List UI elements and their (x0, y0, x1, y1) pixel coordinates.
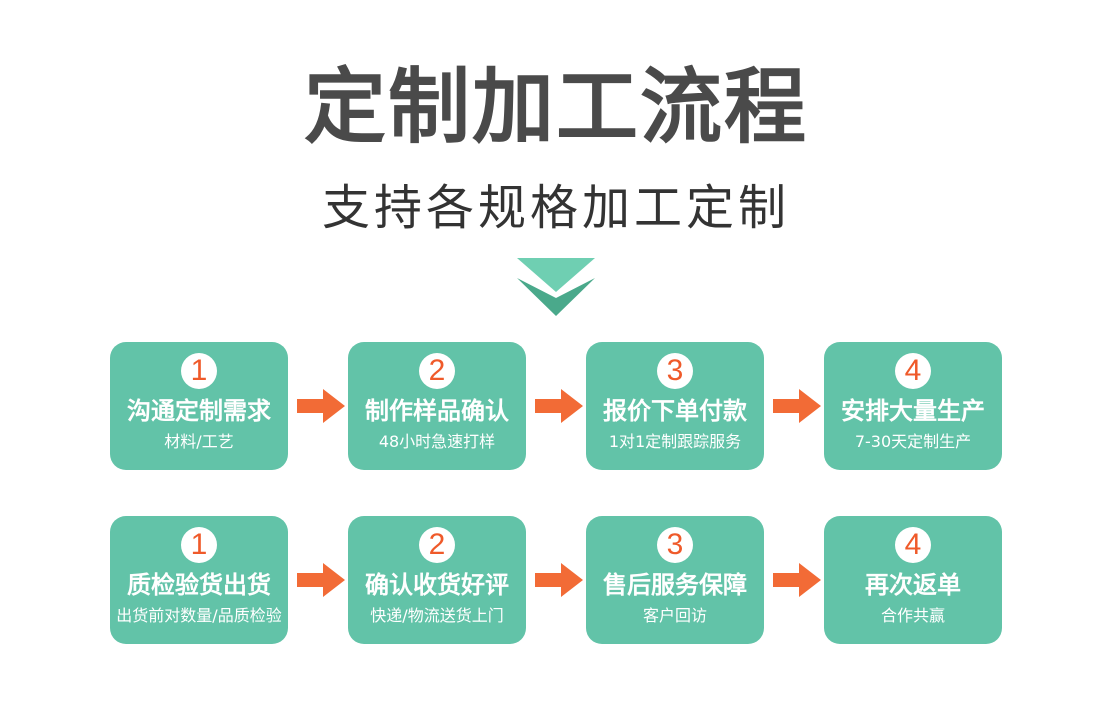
step-subtitle: 出货前对数量/品质检验 (116, 606, 282, 625)
step-number: 2 (419, 527, 455, 563)
step-card: 4 再次返单 合作共赢 (824, 516, 1002, 644)
step-subtitle: 48小时急速打样 (378, 432, 496, 451)
step-title: 确认收货好评 (365, 571, 509, 599)
step-title: 售后服务保障 (603, 571, 747, 599)
arrow-right-icon (297, 389, 345, 423)
arrow-right-icon (535, 563, 583, 597)
step-number: 1 (181, 527, 217, 563)
step-card: 3 报价下单付款 1对1定制跟踪服务 (586, 342, 764, 470)
step-title: 质检验货出货 (127, 571, 271, 599)
step-card: 2 确认收货好评 快递/物流送货上门 (348, 516, 526, 644)
step-subtitle: 7-30天定制生产 (854, 432, 972, 451)
step-card: 2 制作样品确认 48小时急速打样 (348, 342, 526, 470)
process-row-2: 1 质检验货出货 出货前对数量/品质检验 2 确认收货好评 快递/物流送货上门 … (110, 516, 1002, 644)
process-row-1: 1 沟通定制需求 材料/工艺 2 制作样品确认 48小时急速打样 3 报价下单付… (110, 342, 1002, 470)
step-title: 报价下单付款 (603, 397, 747, 425)
step-card: 4 安排大量生产 7-30天定制生产 (824, 342, 1002, 470)
arrow-right-icon (297, 563, 345, 597)
step-card: 3 售后服务保障 客户回访 (586, 516, 764, 644)
step-title: 制作样品确认 (365, 397, 509, 425)
step-title: 安排大量生产 (841, 397, 985, 425)
step-card: 1 质检验货出货 出货前对数量/品质检验 (110, 516, 288, 644)
step-card: 1 沟通定制需求 材料/工艺 (110, 342, 288, 470)
page-subtitle: 支持各规格加工定制 (321, 180, 790, 236)
step-subtitle: 1对1定制跟踪服务 (608, 432, 742, 451)
step-number: 3 (657, 353, 693, 389)
arrow-right-icon (535, 389, 583, 423)
step-subtitle: 合作共赢 (880, 606, 945, 625)
arrow-right-icon (773, 563, 821, 597)
step-number: 2 (419, 353, 455, 389)
double-chevron-down-icon (517, 258, 595, 316)
arrow-right-icon (773, 389, 821, 423)
step-number: 1 (181, 353, 217, 389)
step-subtitle: 快递/物流送货上门 (370, 606, 504, 625)
step-number: 3 (657, 527, 693, 563)
step-subtitle: 材料/工艺 (164, 432, 234, 451)
step-subtitle: 客户回访 (642, 606, 707, 625)
step-number: 4 (895, 353, 931, 389)
step-title: 沟通定制需求 (127, 397, 271, 425)
step-number: 4 (895, 527, 931, 563)
page-title: 定制加工流程 (303, 60, 808, 155)
step-title: 再次返单 (865, 571, 961, 599)
